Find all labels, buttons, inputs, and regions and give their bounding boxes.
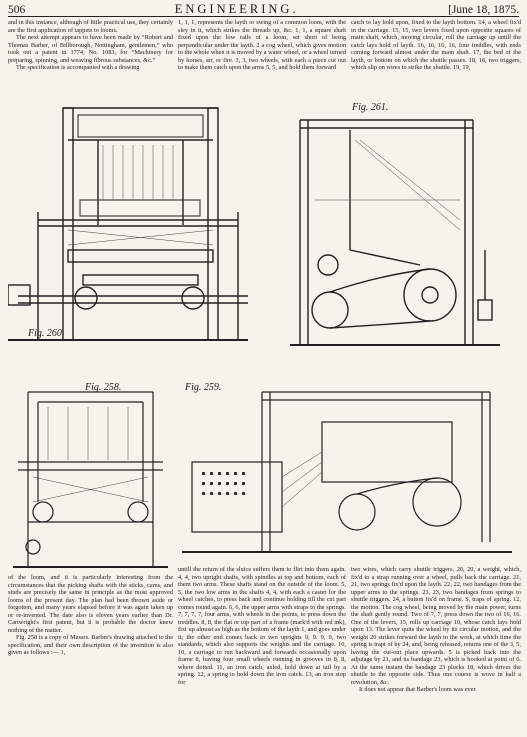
loom-side-drawing <box>290 119 500 346</box>
figure-260: Fig. 260 <box>8 100 258 358</box>
figure-259: Fig. 259. <box>182 382 522 562</box>
journal-title: ENGINEERING. <box>174 2 299 16</box>
column-top-middle: 1, 1, 1, represents the layth or swing o… <box>178 19 346 72</box>
column-bottom-middle: untill the return of the sluice suffers … <box>178 566 346 686</box>
figure-258: Fig. 258. <box>8 382 173 572</box>
column-bottom-left: of the loom, and it is particularly inte… <box>8 574 173 657</box>
figure-261: Fig. 261. <box>290 100 518 358</box>
figure-261-label: Fig. 261. <box>352 102 389 113</box>
column-top-left: and in this instance, although of little… <box>8 19 173 72</box>
column-bottom-right: two wires, which carry shuttle triggers.… <box>351 566 521 694</box>
paragraph: of the loom, and it is particularly inte… <box>8 574 173 634</box>
paragraph: untill the return of the sluice suffers … <box>178 566 346 686</box>
page-number: 506 <box>8 4 26 16</box>
figure-259-label: Fig. 259. <box>185 382 222 393</box>
paragraph: The next attempt appears to have been ma… <box>8 34 173 64</box>
figure-260-label: Fig. 260 <box>28 328 62 339</box>
paragraph: and in this instance, although of little… <box>8 19 173 34</box>
running-header: 506 ENGINEERING. [June 18, 1875. <box>8 2 519 17</box>
paragraph: catch to lay hold upon, fixed to the lay… <box>351 19 521 71</box>
paragraph: Fig. 258 is a copy of Messrs. Barber's d… <box>8 634 173 656</box>
figure-258-label: Fig. 258. <box>85 382 122 393</box>
paragraph: The specification is accompanied with a … <box>16 64 140 71</box>
column-top-right: catch to lay hold upon, fixed to the lay… <box>351 19 521 72</box>
loom-front-drawing <box>8 107 248 341</box>
paragraph: 1, 1, 1, represents the layth or swing o… <box>178 19 346 71</box>
paragraph: It does not appear that Barber's loom wa… <box>359 686 476 693</box>
barber-loom-drawing <box>13 391 168 568</box>
loom-perspective-drawing <box>182 391 512 553</box>
issue-date: [June 18, 1875. <box>448 4 519 16</box>
paragraph: two wires, which carry shuttle triggers.… <box>351 566 521 686</box>
